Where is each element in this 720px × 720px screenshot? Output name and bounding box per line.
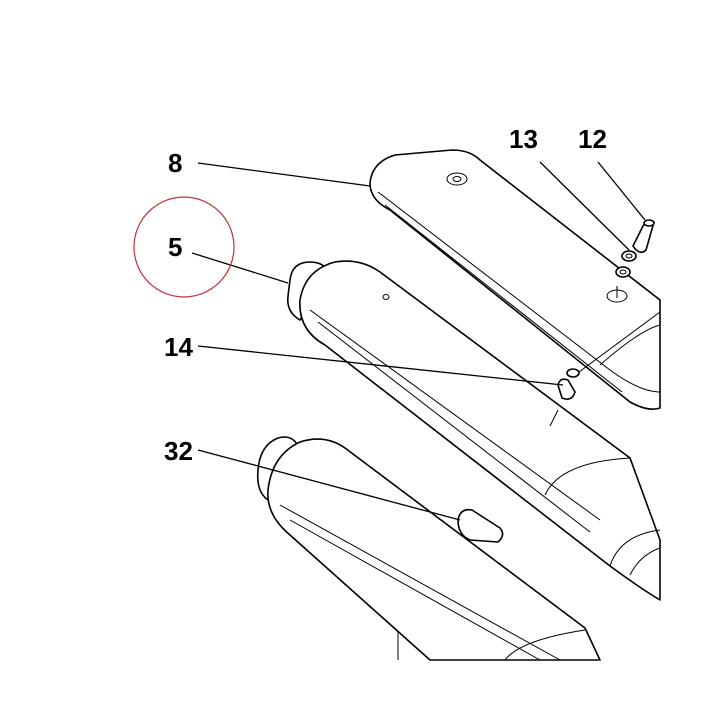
callout-13: 13 <box>509 124 538 154</box>
leader-13 <box>539 161 630 251</box>
heat-shield-part-8 <box>369 149 661 410</box>
bolt-part-12 <box>632 219 655 254</box>
leader-8 <box>197 162 371 187</box>
callout-12: 12 <box>578 124 607 154</box>
leader-32 <box>197 449 461 521</box>
leader-12 <box>597 161 646 221</box>
leader-14 <box>197 345 564 386</box>
lower-muffler <box>256 436 601 661</box>
spacer-part-14 <box>549 368 580 427</box>
callout-labels: 8 13 12 5 14 32 <box>164 124 607 466</box>
leader-5 <box>191 252 289 284</box>
muffler-part-5 <box>286 260 661 601</box>
callout-14: 14 <box>164 332 193 362</box>
highlight-ring <box>133 196 235 298</box>
callout-8: 8 <box>168 148 182 178</box>
washer-part-13 <box>615 250 637 278</box>
leader-lines <box>191 161 646 521</box>
callout-32: 32 <box>164 436 193 466</box>
pad-part-32 <box>457 508 504 543</box>
callout-5: 5 <box>168 232 182 262</box>
